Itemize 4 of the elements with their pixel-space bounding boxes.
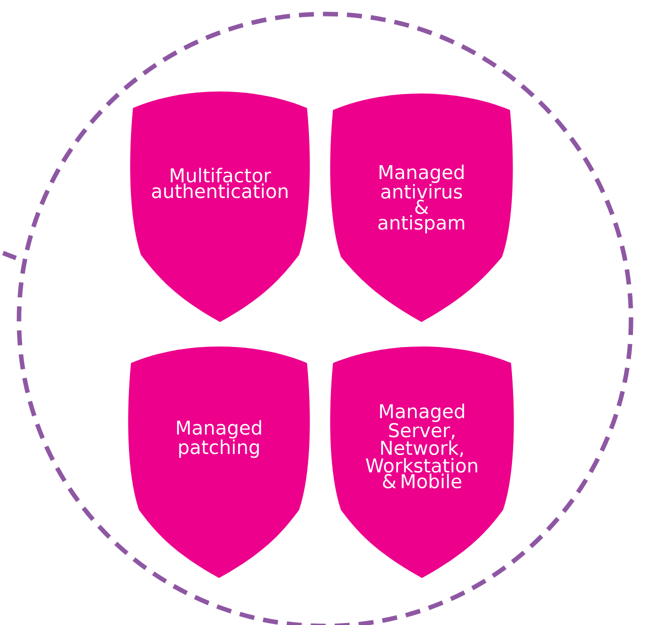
- shield-box: Managed patching: [128, 346, 310, 578]
- shield-box: Managed Server, Network, Workstation & Mobile: [330, 346, 514, 578]
- shield-box: Multifactor authentication: [130, 92, 310, 322]
- shield-box: Managed antivirus & antispam: [330, 94, 513, 322]
